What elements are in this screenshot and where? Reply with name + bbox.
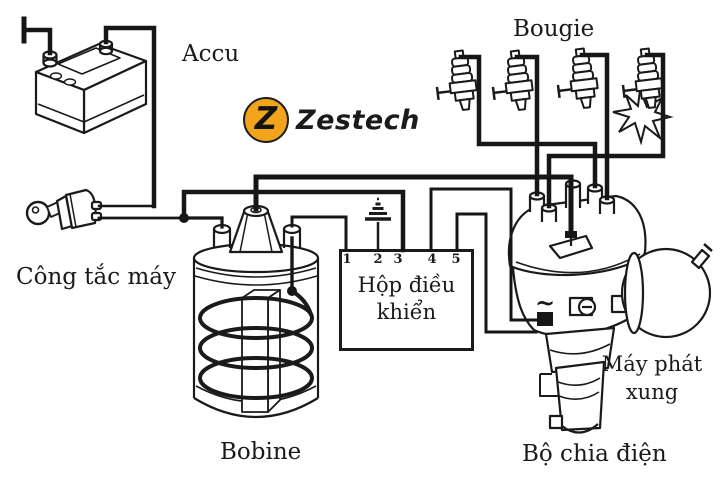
control-box-label-line2: khiển <box>376 300 437 324</box>
distributor-illustration <box>507 179 713 434</box>
coil-label: Bobine <box>220 439 302 465</box>
spark-plugs <box>435 47 664 111</box>
coil-winding-junction-dot <box>287 286 297 296</box>
rotor-connector <box>565 231 577 238</box>
control-box-label-line1: Hộp điều <box>357 273 456 297</box>
terminal-1: 1 <box>342 252 352 267</box>
spark-plugs-label: Bougie <box>513 16 595 42</box>
wire-terminal5-to-pickup <box>455 212 538 334</box>
wire-junction-to-terminal3 <box>181 189 406 253</box>
control-box <box>339 249 474 351</box>
zestech-monogram: Z <box>254 100 278 137</box>
control-box-label: Hộp điều khiển <box>340 272 473 326</box>
wire-coil-ht-lead <box>253 174 574 238</box>
wire-battery-feed <box>103 25 157 209</box>
wire-junction-to-coil-primary <box>182 216 224 229</box>
junction-dot <box>179 213 189 223</box>
zestech-brand-text: Zestech <box>296 104 420 136</box>
vacuum-advance-unit <box>610 243 713 339</box>
wire-coil-negative-to-terminal1 <box>290 215 348 252</box>
spark-plug-3 <box>556 47 599 109</box>
wiring <box>21 16 666 334</box>
battery-label: Accu <box>182 41 240 67</box>
terminal-2: 2 <box>373 252 383 267</box>
wire-spark-plug-4 <box>546 52 666 209</box>
wire-battery-ground <box>21 27 53 56</box>
ignition-switch-illustration <box>25 188 103 231</box>
pickup-connector <box>537 312 553 326</box>
pulse-generator-label-line2: xung <box>625 380 679 404</box>
terminal-5: 5 <box>451 252 461 267</box>
terminal-4: 4 <box>427 252 437 267</box>
ac-symbol: ~ <box>535 288 556 317</box>
ground-symbol-icon <box>365 197 391 251</box>
spark-plug-2 <box>491 49 534 111</box>
wire-terminal4-to-pickup <box>429 187 540 322</box>
spark-plug-4 <box>621 47 664 109</box>
terminal-3: 3 <box>393 252 403 267</box>
distributor-label: Bộ chia điện <box>522 441 667 467</box>
pulse-generator-label: Máy phát xung <box>593 350 711 406</box>
battery-illustration <box>34 39 148 135</box>
zestech-badge-icon: Z <box>243 97 289 143</box>
wire-spark-plug-3 <box>579 52 610 201</box>
wire-spark-plug-2 <box>514 54 540 197</box>
zestech-logo: Z Zestech <box>243 97 420 143</box>
pulse-generator-label-line1: Máy phát <box>601 352 703 376</box>
ignition-switch-label: Công tắc máy <box>16 264 176 290</box>
ignition-coil-illustration <box>192 204 320 419</box>
condenser-terminal <box>568 296 597 317</box>
